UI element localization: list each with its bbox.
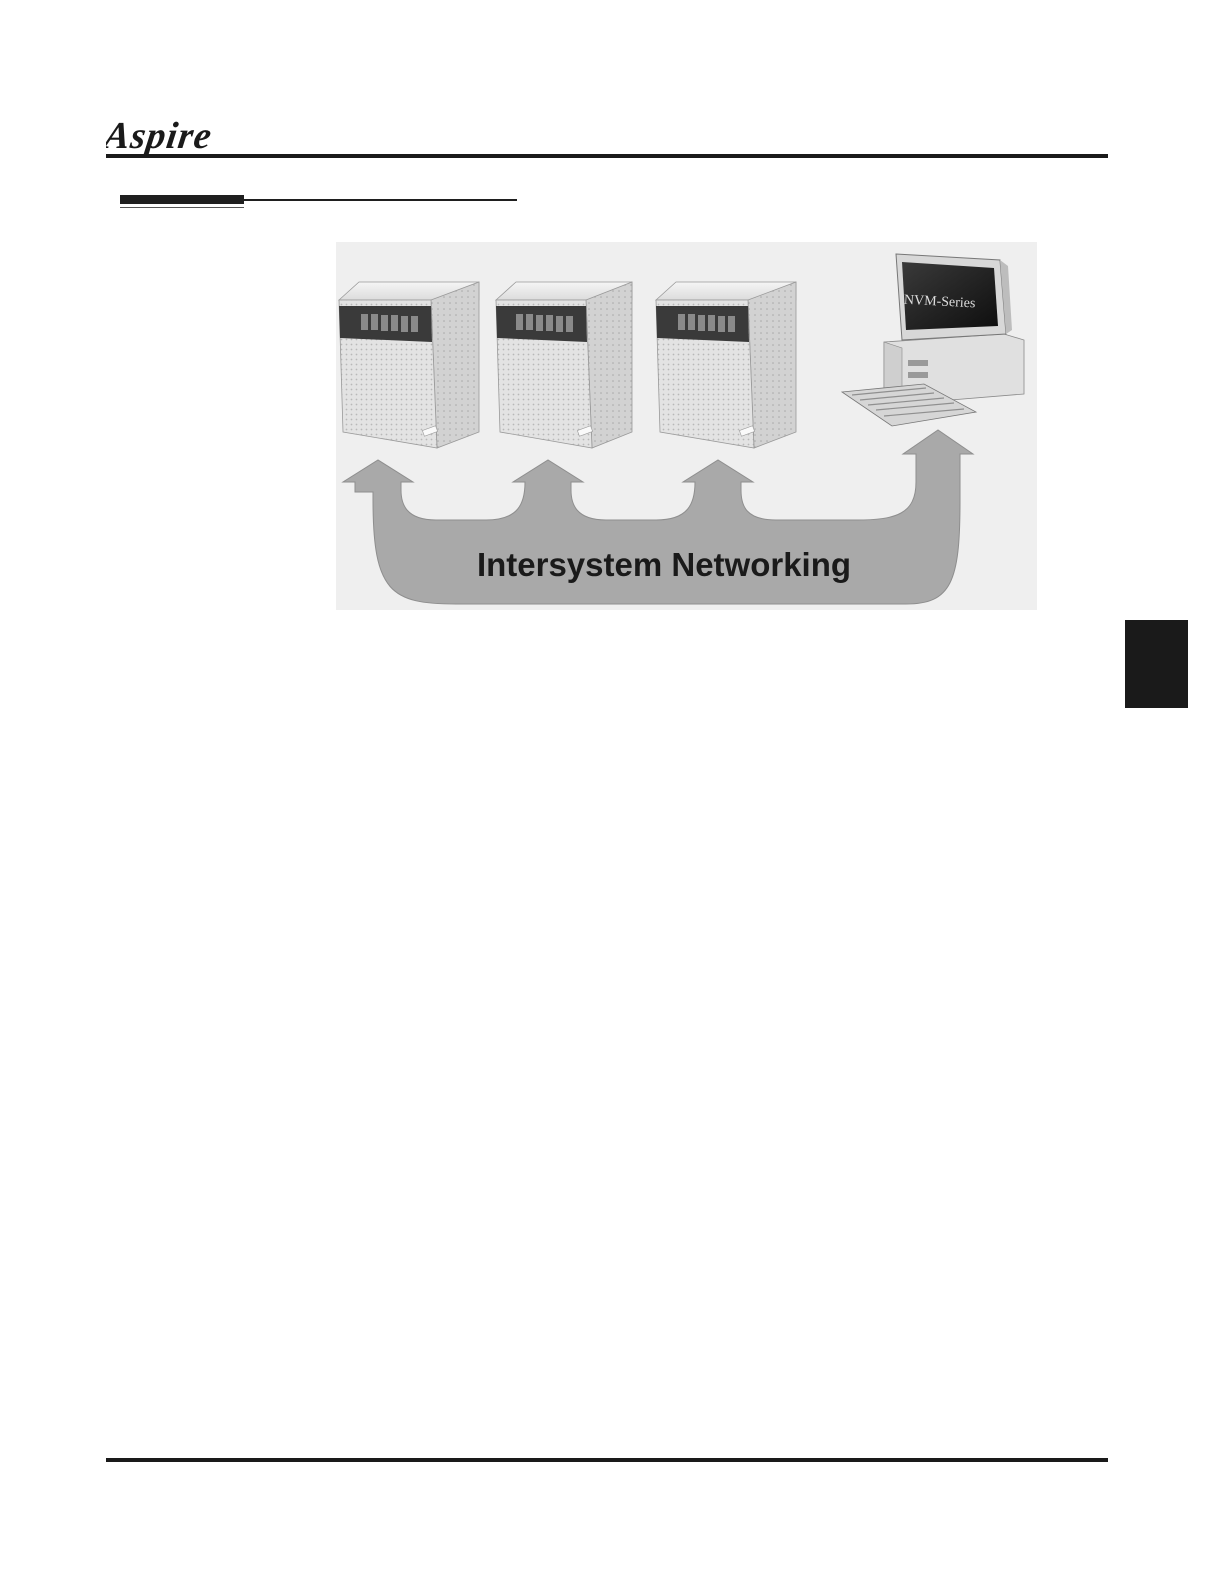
section-marker-bar [120, 195, 244, 204]
networking-caption: Intersystem Networking [477, 546, 851, 583]
cabinet-unit-1 [339, 282, 479, 448]
section-marker-line [244, 199, 517, 201]
intersystem-networking-figure: NVM-Series Intersystem Networking [336, 242, 1037, 610]
cabinet-unit-2 [496, 282, 632, 448]
header-rule [106, 154, 1108, 158]
chapter-side-tab [1125, 620, 1188, 708]
aspire-logo: Aspire [106, 112, 276, 158]
footer-rule [106, 1458, 1108, 1462]
section-marker-underline [120, 207, 244, 208]
cabinet-unit-3 [656, 282, 796, 448]
svg-text:Aspire: Aspire [106, 115, 215, 157]
